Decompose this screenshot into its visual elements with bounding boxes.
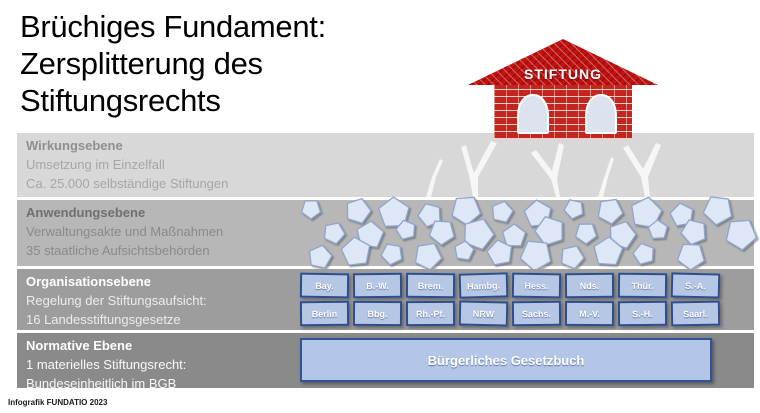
stone-pentagon-icon — [561, 245, 585, 270]
level-detail: Ca. 25.000 selbständige Stiftungen — [26, 176, 229, 191]
level-text: Anwendungsebene Verwaltungsakte und Maßn… — [26, 203, 223, 260]
stone-pentagon-icon — [725, 219, 758, 251]
stone-pentagon-icon — [632, 242, 654, 266]
stone-pentagon-icon — [702, 196, 733, 226]
level-text: Organisationsebene Regelung der Stiftung… — [26, 272, 207, 329]
state-box-bbg: Bbg. — [352, 300, 403, 327]
stone-pentagon-icon — [630, 196, 663, 229]
level-name: Normative Ebene — [26, 338, 133, 353]
state-box-rhpf: Rh.-Pf. — [405, 300, 456, 327]
stiftung-house-icon: STIFTUNG — [468, 39, 658, 139]
cracks-icon — [426, 141, 661, 197]
house-label: STIFTUNG — [524, 66, 602, 82]
level-detail: Umsetzung im Einzelfall — [26, 157, 165, 172]
page-title: Brüchiges Fundament: Zersplitterung des … — [20, 8, 440, 119]
stone-pentagon-icon — [563, 199, 584, 220]
level-text: Wirkungsebene Umsetzung im Einzelfall Ca… — [26, 136, 228, 193]
stone-pentagon-icon — [501, 223, 527, 247]
level-wirkungsebene: Wirkungsebene Umsetzung im Einzelfall Ca… — [17, 133, 754, 197]
stone-pentagon-icon — [377, 196, 410, 227]
stone-pentagon-icon — [647, 219, 669, 240]
stone-pentagon-icon — [680, 219, 706, 246]
state-box-nds: Nds. — [564, 272, 615, 299]
level-organisationsebene: Organisationsebene Regelung der Stiftung… — [17, 269, 754, 330]
stone-pentagon-icon — [486, 239, 513, 266]
stone-pentagon-icon — [428, 220, 455, 246]
stone-pentagon-icon — [414, 242, 443, 271]
state-box-hess: Hess. — [511, 272, 562, 299]
stone-pentagon-icon — [346, 197, 372, 225]
bgb-box: Bürgerliches Gesetzbuch — [300, 338, 712, 382]
state-box-nrw: NRW — [458, 300, 509, 327]
house-window-right-icon — [585, 94, 617, 134]
level-normative-ebene: Normative Ebene 1 materielles Stiftungsr… — [17, 333, 754, 391]
level-detail: Verwaltungsakte und Maßnahmen — [26, 224, 224, 239]
house-body-icon — [494, 85, 632, 139]
state-box-berlin: Berlin — [299, 300, 350, 327]
stone-pentagon-icon — [380, 243, 403, 266]
stone-pentagon-icon — [395, 219, 416, 241]
state-grid: Bay.B.-W.Brem.Hambg.Hess.Nds.Thür.S.-A. B… — [299, 272, 724, 327]
title-line-3: Stiftungsrechts — [20, 83, 221, 118]
credit-line: Infografik FUNDATIO 2023 — [8, 398, 108, 407]
state-box-hambg: Hambg. — [458, 272, 509, 299]
state-box-mv: M.-V. — [564, 300, 615, 327]
state-box-sh: S.-H. — [617, 300, 668, 327]
stone-pentagon-icon — [593, 236, 624, 266]
stone-pentagon-icon — [454, 240, 475, 261]
level-name: Anwendungsebene — [26, 205, 146, 220]
stone-pentagon-icon — [323, 222, 346, 245]
level-text: Normative Ebene 1 materielles Stiftungsr… — [26, 336, 186, 393]
stone-pentagon-icon — [464, 218, 495, 251]
state-box-sachs: Sachs. — [511, 300, 562, 327]
stone-pentagon-icon — [574, 223, 598, 245]
stone-pentagon-icon — [340, 236, 371, 266]
state-box-saarl: Saarl. — [670, 300, 721, 327]
level-detail: 1 materielles Stiftungsrecht: — [26, 357, 187, 372]
stone-pentagon-icon — [669, 202, 694, 227]
stone-pentagon-icon — [308, 244, 333, 269]
level-detail: Regelung der Stiftungsaufsicht: — [26, 293, 207, 308]
level-detail: Bundeseinheitlich im BGB — [26, 376, 177, 391]
title-line-2: Zersplitterung des — [20, 46, 263, 81]
stone-pentagon-icon — [451, 196, 482, 226]
stone-pentagon-icon — [676, 243, 705, 271]
level-detail: 16 Landesstiftungsgesetze — [26, 312, 181, 327]
stone-pentagon-icon — [491, 200, 514, 223]
state-box-thür: Thür. — [617, 272, 668, 299]
level-name: Wirkungsebene — [26, 138, 123, 153]
house-roof-icon: STIFTUNG — [468, 39, 658, 85]
house-window-left-icon — [517, 94, 549, 134]
state-box-bay: Bay. — [299, 272, 350, 299]
level-name: Organisationsebene — [26, 274, 151, 289]
stone-pentagon-icon — [534, 215, 563, 247]
stones-svg — [300, 196, 758, 272]
stone-pentagon-icon — [519, 240, 552, 272]
state-box-brem: Brem. — [405, 272, 456, 299]
state-box-sa: S.-A. — [670, 272, 721, 299]
level-anwendungsebene: Anwendungsebene Verwaltungsakte und Maßn… — [17, 196, 758, 272]
level-detail: 35 staatliche Aufsichtsbehörden — [26, 243, 210, 258]
stone-pentagon-icon — [300, 200, 322, 220]
title-line-1: Brüchiges Fundament: — [20, 9, 326, 44]
state-box-bw: B.-W. — [352, 272, 403, 299]
stone-pentagon-icon — [597, 198, 624, 225]
